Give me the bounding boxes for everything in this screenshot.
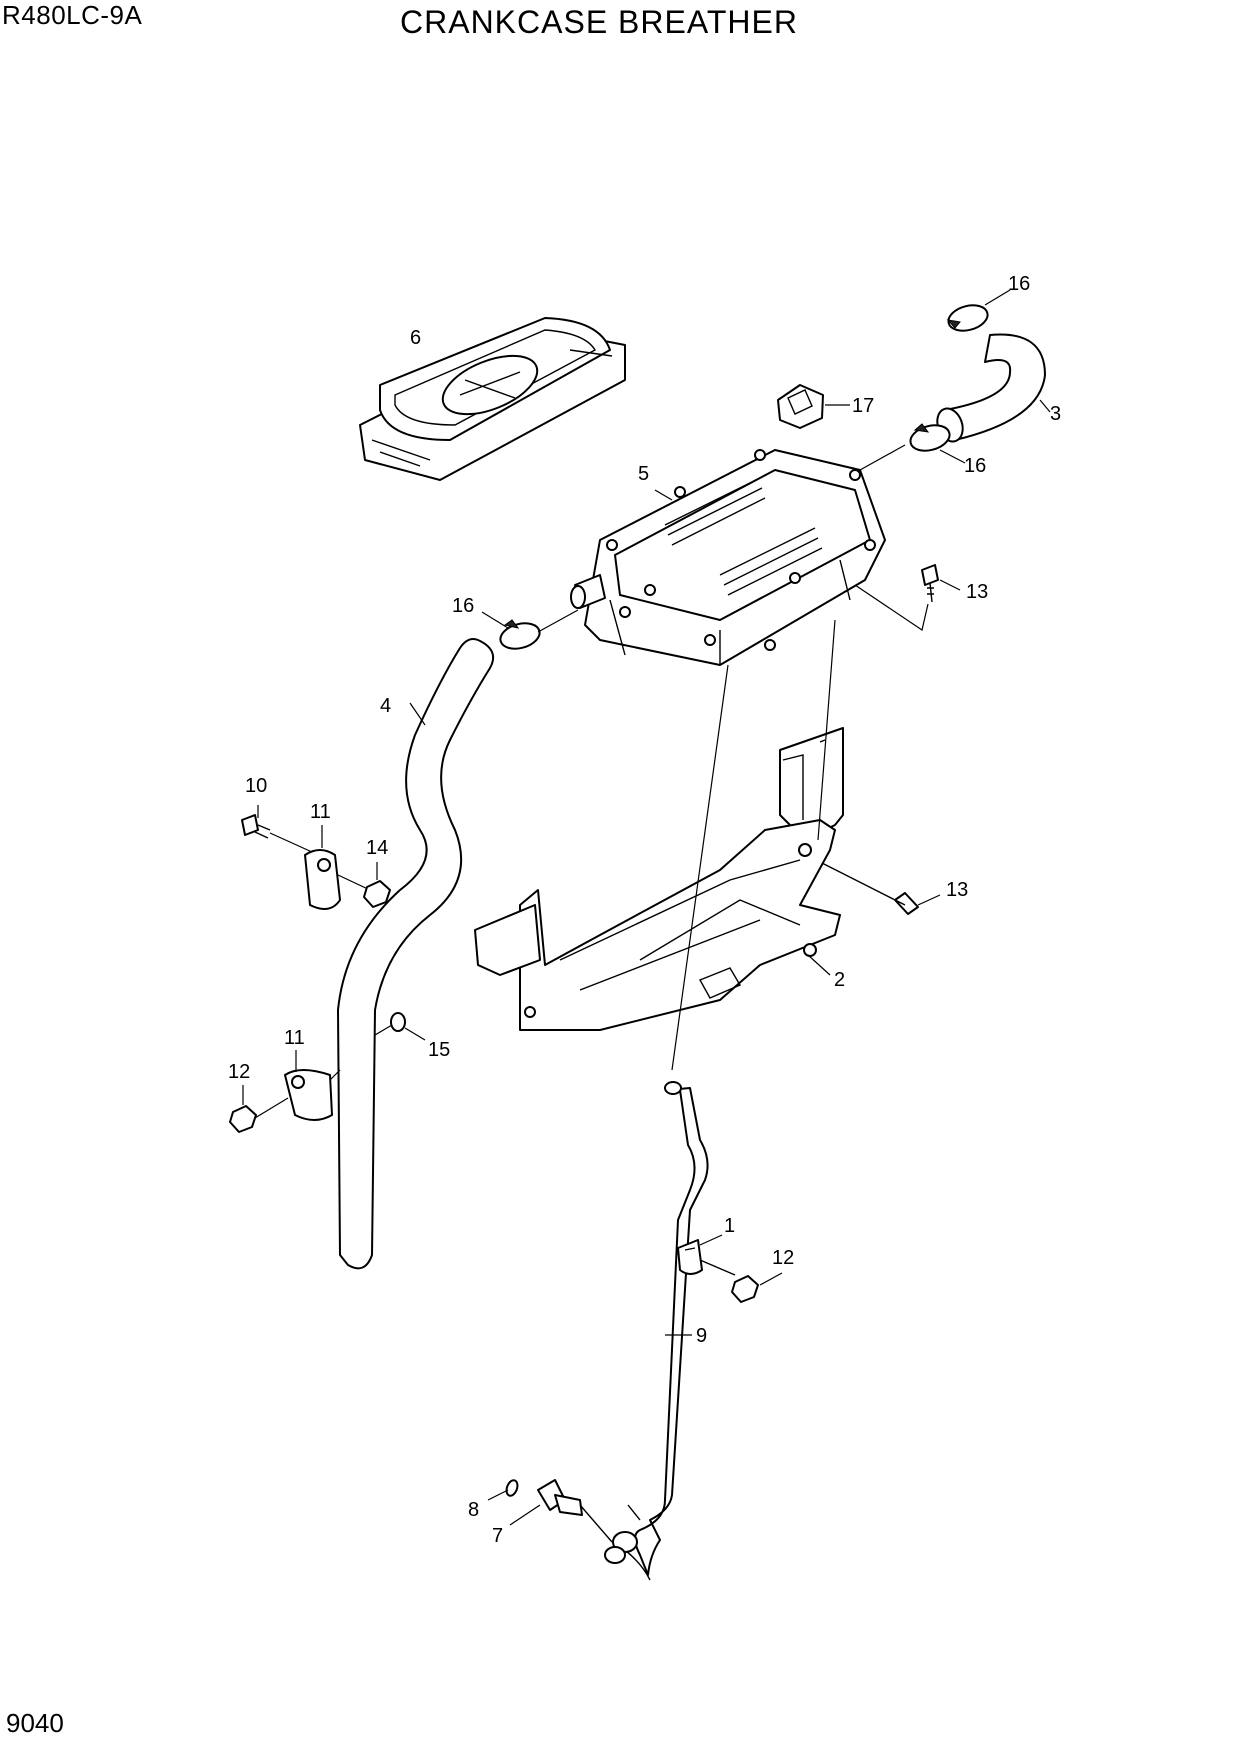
part-4-hose <box>337 638 494 1270</box>
callout-9: 9 <box>696 1325 707 1347</box>
part-14-nut <box>363 862 391 908</box>
part-10-bolt <box>241 805 313 853</box>
callout-16-top: 16 <box>1008 273 1030 295</box>
callout-13-lower: 13 <box>946 879 968 901</box>
callout-17: 17 <box>852 395 874 417</box>
part-13-bolt-lower <box>819 861 941 915</box>
page-number: 9040 <box>6 1708 64 1738</box>
part-17-sensor <box>777 384 850 429</box>
callout-13-upper: 13 <box>966 581 988 603</box>
part-6-breather-cover <box>359 317 626 481</box>
callout-12-lower: 12 <box>772 1247 794 1269</box>
part-9-tube <box>604 1081 709 1581</box>
part-2-bracket <box>474 619 844 1071</box>
callout-4: 4 <box>380 695 391 717</box>
callout-6: 6 <box>410 327 421 349</box>
page-title: CRANKCASE BREATHER <box>400 4 798 40</box>
part-8-o-ring <box>487 1479 519 1501</box>
callout-labels: 1 2 3 4 5 6 7 8 9 10 11 11 12 12 13 13 1… <box>228 273 1061 1547</box>
part-11-clip-lower <box>284 1050 341 1121</box>
part-13-bolt-upper <box>854 564 961 631</box>
part-3-hose <box>936 333 1051 443</box>
callout-16-mid: 16 <box>964 455 986 477</box>
part-5-breather-housing <box>570 449 886 666</box>
callout-5: 5 <box>638 463 649 485</box>
part-12-nut-left <box>229 1085 289 1133</box>
model-number: R480LC-9A <box>2 0 143 30</box>
callout-2: 2 <box>834 969 845 991</box>
callout-7: 7 <box>492 1525 503 1547</box>
callout-1: 1 <box>724 1215 735 1237</box>
part-1-clip <box>677 1234 736 1276</box>
callout-11-upper: 11 <box>310 801 331 823</box>
callout-12-left: 12 <box>228 1061 250 1083</box>
part-15-washer <box>374 1012 426 1041</box>
part-7-fitting <box>509 1479 613 1543</box>
callout-10: 10 <box>245 775 267 797</box>
callout-8: 8 <box>468 1499 479 1521</box>
callout-14: 14 <box>366 837 388 859</box>
callout-16-left: 16 <box>452 595 474 617</box>
part-11-clip-upper <box>304 825 371 910</box>
part-12-nut-lower <box>731 1272 783 1303</box>
callout-15: 15 <box>428 1039 450 1061</box>
callout-3: 3 <box>1050 403 1061 425</box>
callout-11-lower: 11 <box>284 1027 305 1049</box>
part-16-clamp-left <box>481 609 579 650</box>
part-16-clamp-mid <box>859 423 966 471</box>
part-16-clamp-top <box>946 289 1011 332</box>
